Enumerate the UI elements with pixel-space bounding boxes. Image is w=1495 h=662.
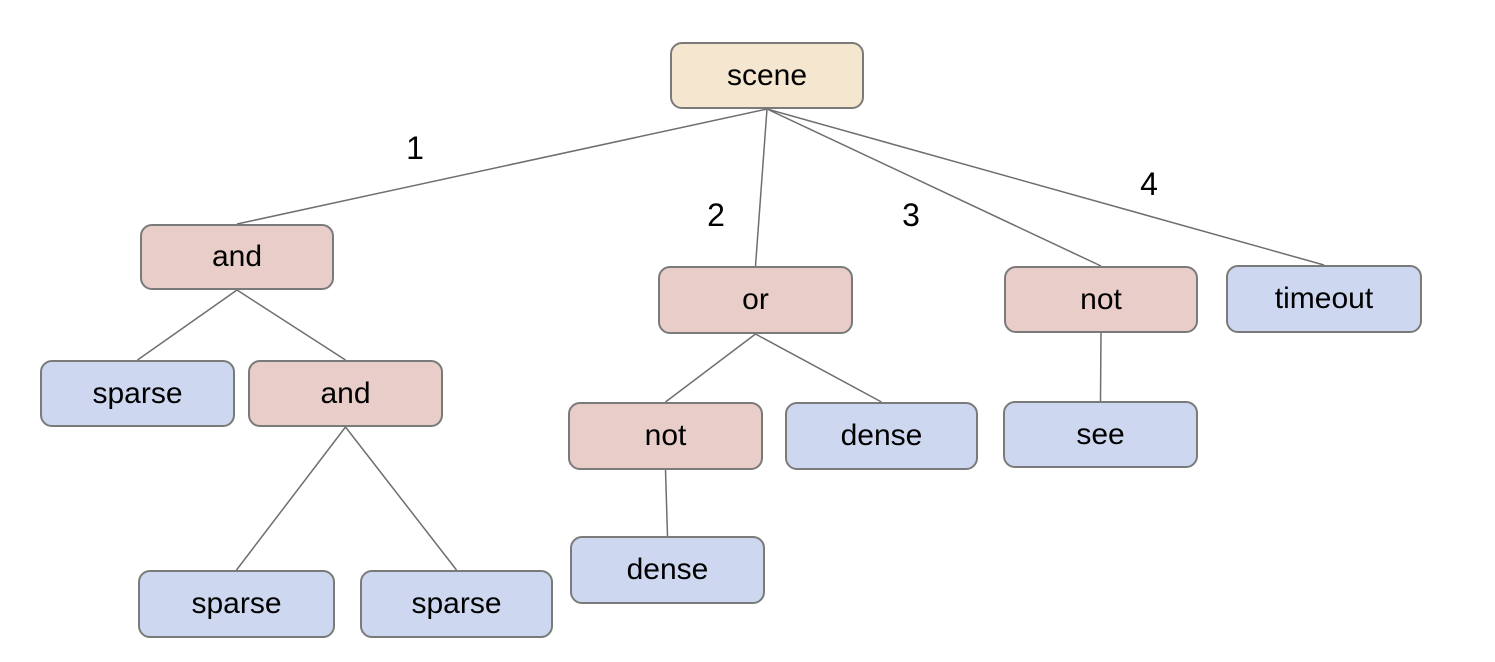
edge-scene-to-not-1 [766,108,1102,267]
node-label: and [320,376,371,410]
node-label: not [644,419,687,452]
node-label: scene [726,58,808,92]
node-sparse-1: sparse [40,360,235,427]
node-label: and [211,240,263,273]
edge-or-1-to-dense-1 [755,333,882,403]
node-label: not [1080,282,1122,316]
node-label: dense [840,419,923,452]
node-label: dense [626,553,709,586]
edge-scene-to-and-1 [236,108,768,225]
node-label: sparse [411,587,502,620]
edge-and-1-to-sparse-1 [137,289,238,361]
node-or-1: or [658,266,853,334]
node-and-2: and [248,360,443,427]
node-sparse-2: sparse [138,570,335,638]
node-sparse-3: sparse [360,570,553,638]
node-not-2: not [568,402,763,470]
node-label: sparse [191,587,282,620]
edge-label-1: 1 [406,130,424,166]
node-and-1: and [140,224,334,290]
node-not-1: not [1004,266,1198,333]
edge-scene-to-or-1 [754,108,768,267]
node-label: sparse [92,376,183,410]
node-dense-1: dense [785,402,978,470]
node-scene: scene [670,42,864,109]
edge-and-2-to-sparse-2 [235,426,347,571]
node-label: or [742,283,769,316]
edge-or-1-to-not-2 [665,333,756,403]
edge-and-2-to-sparse-3 [344,426,458,571]
node-see-1: see [1003,401,1198,468]
edge-not-1-to-see-1 [1099,332,1102,402]
node-label: timeout [1274,282,1374,315]
node-dense-2: dense [570,536,765,604]
edge-and-1-to-and-2 [236,289,346,361]
edge-label-2: 2 [707,197,725,233]
node-label: see [1076,417,1125,451]
edge-label-4: 4 [1140,166,1158,202]
edge-scene-to-timeout-1 [766,108,1325,266]
edge-label-3: 3 [902,197,920,233]
node-timeout-1: timeout [1226,265,1422,333]
edge-not-2-to-dense-2 [664,469,669,537]
